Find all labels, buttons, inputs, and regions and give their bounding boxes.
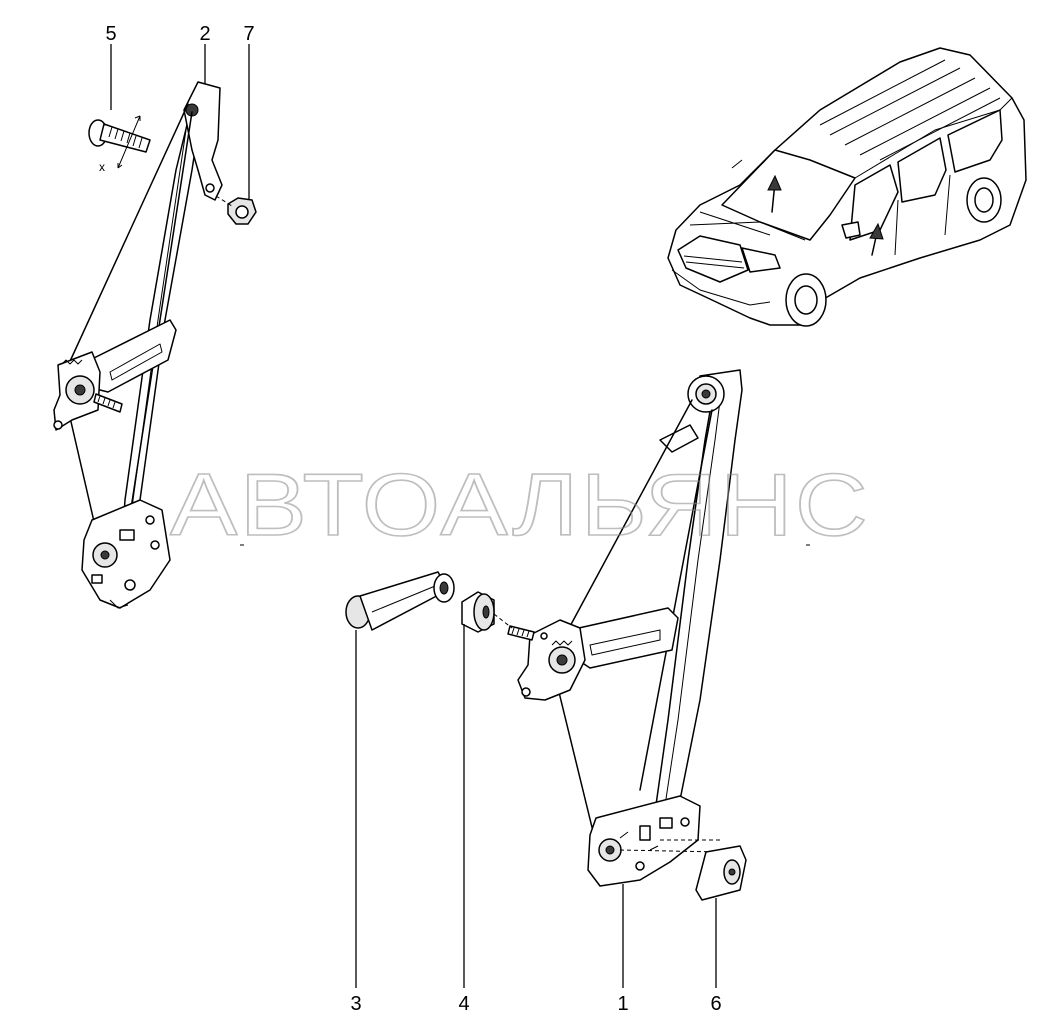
callout-4: 4 [458,993,469,1015]
callout-3: 3 [350,993,361,1015]
knob-bushing-part-4 [461,591,513,633]
rear-window-regulator [53,81,223,609]
nut-part-7 [215,195,257,225]
watermark-text: АВТОАЛЬЯНС [170,455,870,554]
front-window-regulator [507,369,743,887]
window-crank-handle-part-3 [345,571,455,631]
callout-2: 2 [199,23,210,45]
leader-lines [110,44,717,988]
callout-7: 7 [243,23,254,45]
callout-labels: 5 2 7 3 4 1 6 [105,23,721,1015]
bolt-dimension-label: x [99,160,105,174]
bolt-part-5 [88,115,151,169]
callout-1: 1 [617,993,628,1015]
clip-part-6 [695,845,747,901]
callout-6: 6 [710,993,721,1015]
callout-5: 5 [105,23,116,45]
car-illustration [667,47,1027,327]
